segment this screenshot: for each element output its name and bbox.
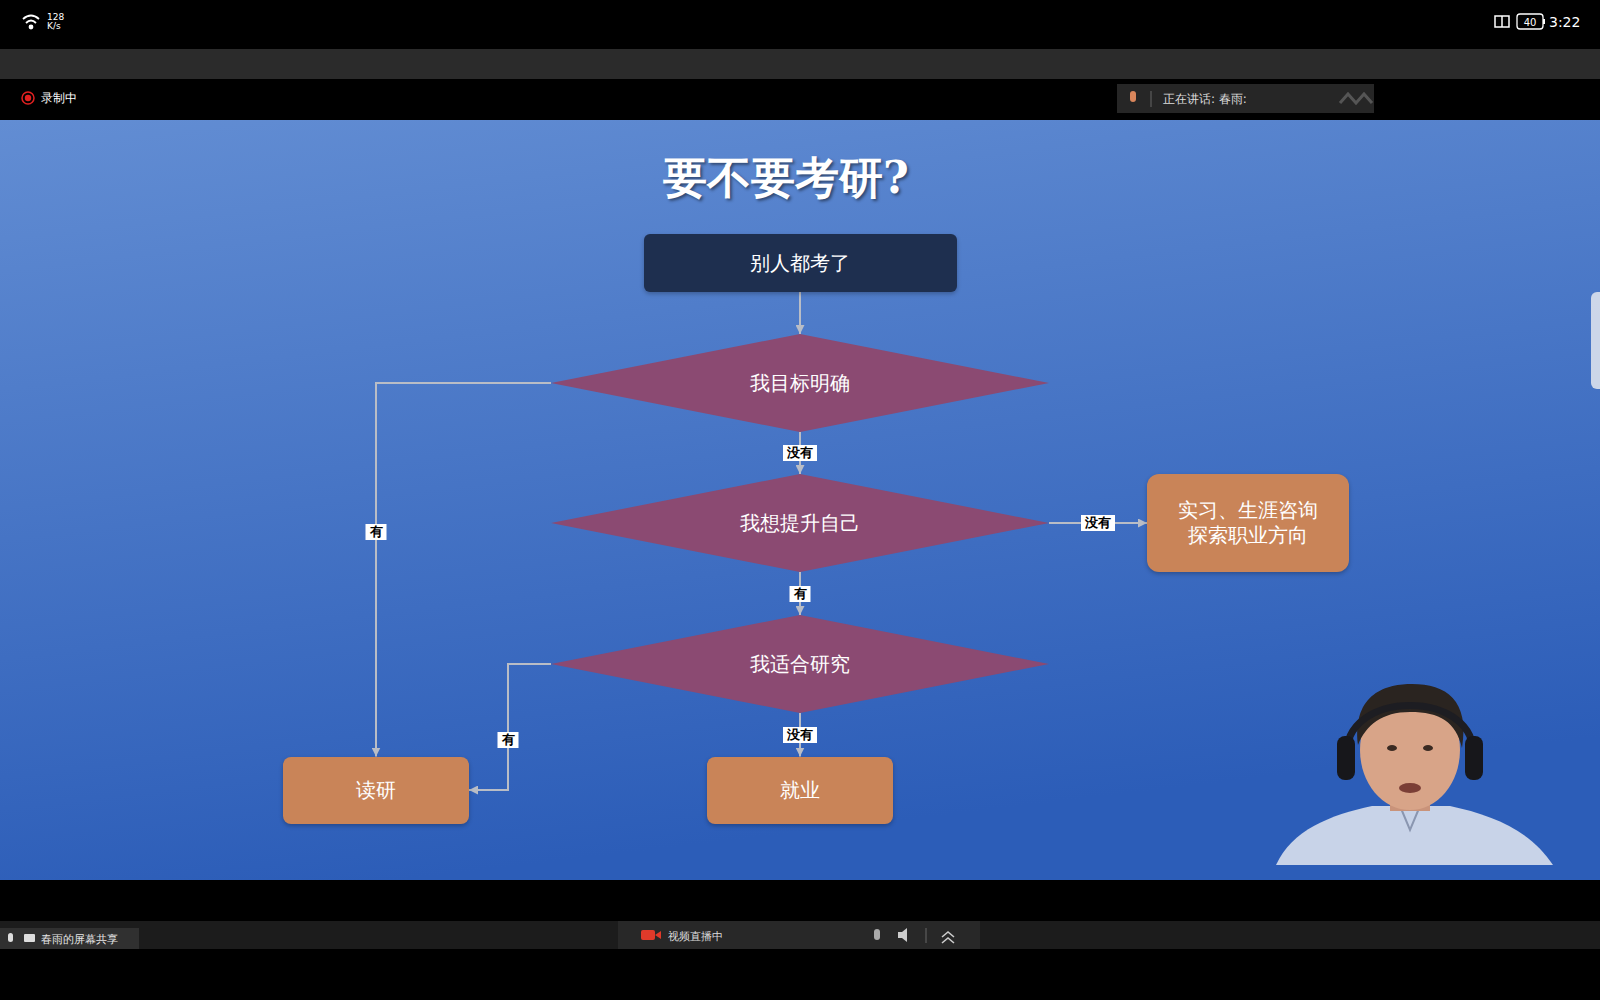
side-tab xyxy=(1591,292,1600,389)
screen-share-label: 春雨的屏幕共享 xyxy=(41,932,118,947)
decision-diamond: 我想提升自己 xyxy=(551,474,1049,572)
toolbar-divider xyxy=(926,928,927,943)
edge-label: 没有 xyxy=(1081,515,1115,531)
presenter-eye xyxy=(1423,745,1433,751)
diamond-shape xyxy=(551,474,1049,572)
diamond-shape xyxy=(551,334,1049,432)
presenter-eye xyxy=(1387,745,1397,751)
headphone-cup xyxy=(1465,736,1483,780)
wifi-dot xyxy=(30,26,33,29)
outcome-box: 就业 xyxy=(707,757,893,824)
network-speed: 128 K/s xyxy=(47,13,71,31)
edge-label: 有 xyxy=(366,524,387,540)
edge-label: 没有 xyxy=(783,445,817,461)
mic-icon xyxy=(874,929,880,940)
bottom-bar xyxy=(0,921,1600,949)
decision-diamond: 我目标明确 xyxy=(551,334,1049,432)
node-text: 我适合研究 xyxy=(750,652,850,677)
record-dot xyxy=(25,95,31,101)
edge-label: 有 xyxy=(790,586,811,602)
record-ring xyxy=(22,92,34,104)
share-panel xyxy=(0,928,139,949)
expand-chevrons xyxy=(942,932,954,943)
live-status: 视频直播中 xyxy=(668,929,723,944)
slide-title: 要不要考研? xyxy=(663,149,909,208)
screen-icon xyxy=(24,934,35,942)
slide-ground xyxy=(0,120,1600,880)
decision-diamond: 我适合研究 xyxy=(551,615,1049,713)
node-text: 别人都考了 xyxy=(750,251,850,276)
battery-icon xyxy=(1517,14,1543,29)
signal-icon xyxy=(1340,94,1372,103)
start-box: 别人都考了 xyxy=(644,234,957,292)
panel-divider xyxy=(1151,91,1152,107)
flow-connector xyxy=(469,664,551,790)
edge-label: 有 xyxy=(498,732,519,748)
node-text: 就业 xyxy=(780,778,820,803)
speaking-panel xyxy=(1117,84,1374,113)
camera-lens xyxy=(655,931,661,939)
presenter-shirt xyxy=(1276,806,1553,865)
diamond-shape xyxy=(551,615,1049,713)
flow-connector xyxy=(799,292,801,334)
node-text: 实习、生涯咨询 探索职业方向 xyxy=(1172,498,1324,548)
presenter-mouth xyxy=(1399,783,1421,793)
battery-level: 40 xyxy=(1524,17,1537,28)
speaker-icon xyxy=(898,928,907,942)
outcome-box: 读研 xyxy=(283,757,469,824)
wifi-arc xyxy=(26,21,36,24)
camera-icon xyxy=(641,930,655,940)
book-spine xyxy=(1501,16,1503,27)
node-text: 我想提升自己 xyxy=(740,511,860,536)
book-outline xyxy=(1495,16,1509,27)
battery-tip xyxy=(1543,19,1545,24)
speaking-status: 正在讲话: 春雨: xyxy=(1163,91,1247,108)
headphone-cup xyxy=(1337,736,1355,780)
edge-label: 没有 xyxy=(783,727,817,743)
wifi-arc xyxy=(23,16,39,20)
recording-status: 录制中 xyxy=(41,90,77,107)
toolbar-panel xyxy=(618,921,980,949)
headphone-band xyxy=(1347,706,1474,759)
wifi-icon xyxy=(23,16,39,29)
node-text: 我目标明确 xyxy=(750,371,850,396)
presenter-video xyxy=(1276,684,1553,865)
node-text: 读研 xyxy=(356,778,396,803)
outcome-box: 实习、生涯咨询 探索职业方向 xyxy=(1147,474,1349,572)
mic-icon xyxy=(1130,91,1136,102)
book-icon xyxy=(1495,16,1509,27)
window-bar xyxy=(0,49,1600,79)
mic-icon xyxy=(8,933,13,942)
clock-time: 3:22 xyxy=(1549,14,1580,30)
flow-connector xyxy=(376,383,551,757)
